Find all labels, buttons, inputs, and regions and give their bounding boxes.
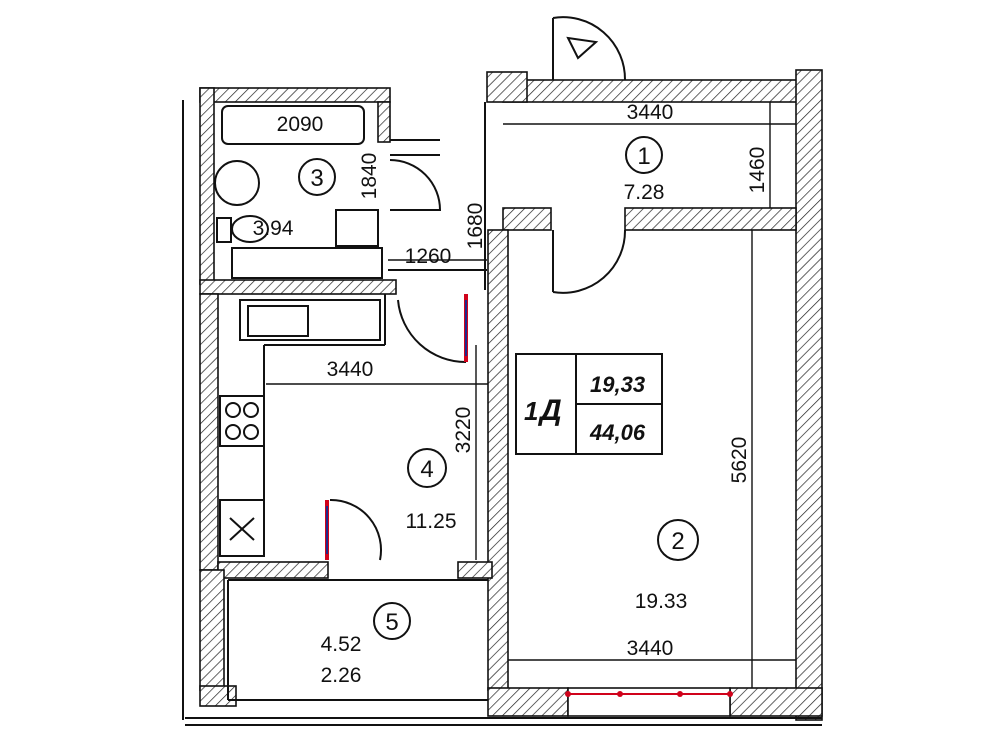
- room-5-area-full: 4.52: [321, 633, 362, 656]
- wall-kitchen-bottom-right: [457, 561, 493, 579]
- kitchen-door: [397, 299, 467, 364]
- room-4-number: 4: [420, 456, 433, 483]
- room-number-badge: [657, 519, 699, 561]
- dim-bath-length: 2090: [277, 113, 324, 136]
- door-leaves: [325, 294, 468, 560]
- room-1-area: 7.28: [624, 181, 665, 204]
- window-hinge: [617, 691, 623, 697]
- window-hinge: [727, 691, 733, 697]
- room-2-area: 19.33: [635, 590, 688, 613]
- room-number-badge: [373, 602, 411, 640]
- dim-corridor-height: 1680: [464, 203, 487, 250]
- wall-living-left: [487, 229, 509, 691]
- washing-machine-icon: [335, 209, 379, 247]
- burner: [225, 402, 241, 418]
- wall-hall-living-right: [624, 207, 797, 231]
- partitions: [182, 100, 822, 726]
- windows: [565, 687, 733, 717]
- wall-hall-living-left: [502, 207, 552, 231]
- window-hinge: [565, 691, 571, 697]
- room-1-number: 1: [637, 143, 650, 170]
- wall-loggia-bottom: [199, 685, 237, 707]
- room-5-number: 5: [385, 609, 398, 636]
- bathtub-icon: [221, 105, 365, 145]
- dim-kitchen-height: 3220: [452, 407, 475, 454]
- burner: [243, 402, 259, 418]
- washbasin-icon: [214, 160, 260, 206]
- wall-loggia-left: [199, 569, 225, 691]
- entrance-door: [552, 16, 627, 81]
- fridge-cross: [229, 517, 255, 541]
- room-4-area: 11.25: [406, 510, 457, 533]
- wall-bath-top: [199, 87, 391, 103]
- living-area-value: 19,33: [590, 372, 645, 397]
- entrance-marker-icon: [566, 36, 599, 60]
- fixtures: [214, 105, 383, 557]
- bath-door: [389, 159, 442, 211]
- apartment-type: Д: [537, 394, 562, 427]
- dim-corridor-width: 1260: [405, 245, 452, 268]
- stove-icon: [219, 395, 265, 447]
- room-3-area: 3.94: [253, 217, 294, 240]
- dimension-lines: [266, 102, 796, 688]
- room-number-badge: [298, 158, 336, 196]
- burner: [225, 424, 241, 440]
- burner: [243, 424, 259, 440]
- loggia-door: [329, 498, 382, 561]
- toilet-tank-icon: [216, 217, 232, 243]
- wall-right: [795, 69, 823, 721]
- wall-bath-bottom: [199, 279, 397, 295]
- apartment-info: 1 Д 19,33 44,06: [515, 353, 663, 455]
- dim-living-width: 3440: [627, 637, 674, 660]
- room-2-number: 2: [671, 528, 684, 555]
- room-labels: 1 7.28 2 19.33 3 3.94 4 11.25 5 4.52 2.2…: [253, 136, 699, 687]
- window-living: [567, 687, 731, 717]
- dim-hall-height: 1460: [746, 147, 769, 194]
- total-area-value: 44,06: [589, 420, 646, 445]
- kitchen-counter-icon: [239, 299, 381, 341]
- living-door: [552, 229, 627, 294]
- cabinet-icon: [231, 247, 383, 279]
- wall-bath-left: [199, 87, 215, 285]
- room-number-badge: [625, 136, 663, 174]
- dim-kitchen-width: 3440: [327, 358, 374, 381]
- dim-living-height: 5620: [728, 437, 751, 484]
- fridge-icon: [219, 499, 265, 557]
- wall-bath-right-top: [377, 101, 391, 143]
- dim-hall-width: 3440: [627, 101, 674, 124]
- room-3-number: 3: [310, 165, 323, 192]
- dimension-texts: 2090 3440 3440 1260 3440 1840 1460 1680 …: [277, 101, 769, 660]
- sink-icon: [247, 305, 309, 337]
- wall-bottom-right: [729, 687, 823, 717]
- wall-entrance-left: [486, 71, 528, 103]
- wall-kitchen-left: [199, 293, 219, 571]
- walls: [199, 69, 823, 721]
- dim-bath-height: 1840: [358, 153, 381, 200]
- wall-kitchen-bottom-left: [217, 561, 329, 579]
- wall-top-hall: [502, 79, 804, 103]
- wall-bottom-left: [487, 687, 569, 717]
- rooms-count: 1: [524, 396, 538, 426]
- room-5-area-reduced: 2.26: [321, 664, 362, 687]
- doors: [329, 16, 627, 561]
- room-number-badge: [407, 448, 447, 488]
- window-hinge: [677, 691, 683, 697]
